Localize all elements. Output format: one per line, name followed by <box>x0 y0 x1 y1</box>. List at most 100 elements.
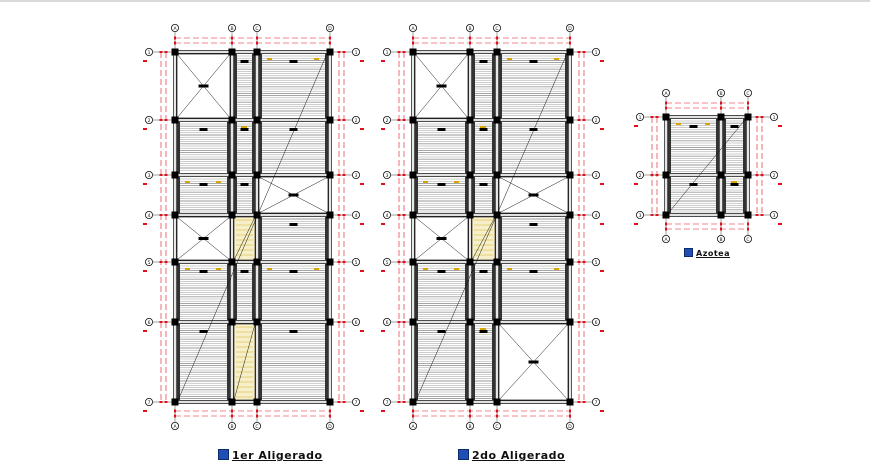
column <box>662 171 670 179</box>
column-axis-bubble: A <box>170 23 179 32</box>
dim-marker <box>600 223 604 225</box>
axis-bubble-circle <box>636 210 645 219</box>
dim-marker <box>143 60 147 62</box>
dim-tick <box>397 174 401 176</box>
column-axis-bubble: C <box>252 23 261 32</box>
axis-bubble-circle <box>770 113 779 122</box>
edge-strip <box>252 54 255 118</box>
axis-bubble-label: B <box>468 26 471 32</box>
dim-tick <box>402 401 406 403</box>
dim-tick <box>231 409 233 413</box>
axis-bubble-label: 4 <box>355 213 358 219</box>
column <box>466 171 474 179</box>
row-axis-bubble: 3 <box>770 210 779 219</box>
column <box>326 211 334 219</box>
row-axis-bubble: 1 <box>351 48 360 57</box>
axis-bubble-label: 6 <box>355 320 358 326</box>
axis-bubble-circle <box>592 397 601 406</box>
dim-tick <box>655 214 659 216</box>
axis-bubble-circle <box>325 23 334 32</box>
column <box>466 116 474 124</box>
dim-tick <box>231 414 233 418</box>
slab-hatching <box>671 120 743 213</box>
axis-bubble-circle <box>744 234 753 243</box>
dim-marker <box>634 223 638 225</box>
dim-tick <box>582 119 586 121</box>
axis-bubble-circle <box>144 170 153 179</box>
column-axis-bubble: D <box>566 421 575 430</box>
dim-tick <box>342 51 346 53</box>
column <box>253 318 261 326</box>
dim-marker <box>778 223 782 225</box>
dim-tick <box>496 409 498 413</box>
note-mark <box>554 58 559 60</box>
dim-tick <box>582 174 586 176</box>
axis-bubble-label: B <box>230 26 233 32</box>
axis-bubble-circle <box>382 397 391 406</box>
column <box>228 116 236 124</box>
axis-bubble-circle <box>252 23 261 32</box>
column <box>171 318 179 326</box>
edge-strip <box>668 119 671 173</box>
edge-strip <box>227 177 230 213</box>
axis-bubble-circle <box>144 397 153 406</box>
edge-strip <box>465 264 468 320</box>
column <box>717 171 725 179</box>
axis-bubble-circle <box>492 23 501 32</box>
beam-block <box>199 330 208 333</box>
axis-bubble-label: 5 <box>386 260 389 266</box>
axis-bubble-circle <box>717 89 726 98</box>
edge-strip <box>227 122 230 173</box>
dim-tick <box>496 36 498 40</box>
column-axis-bubble: B <box>717 89 726 98</box>
column <box>171 398 179 406</box>
axis-bubble-label: A <box>411 26 415 32</box>
row-axis-bubble: 1 <box>592 48 601 57</box>
dim-tick <box>231 41 233 45</box>
edge-strip <box>499 264 502 320</box>
axis-bubble-circle <box>382 317 391 326</box>
beam-block <box>437 270 446 273</box>
axis-bubble-label: 5 <box>148 260 151 266</box>
axis-bubble-label: 2 <box>355 118 358 124</box>
void-panel <box>414 53 469 119</box>
dim-tick <box>337 401 341 403</box>
row-axis-bubble: 5 <box>351 257 360 266</box>
axis-bubble-label: 2 <box>148 118 151 124</box>
row-axis-bubble: 3 <box>636 210 645 219</box>
beam-block <box>240 60 249 63</box>
dim-tick <box>329 409 331 413</box>
dim-tick <box>569 409 571 413</box>
dim-tick <box>760 116 764 118</box>
dim-tick <box>577 401 581 403</box>
axis-bubble-label: 2 <box>386 118 389 124</box>
column <box>326 398 334 406</box>
beam-block <box>199 128 208 131</box>
dim-tick <box>412 41 414 45</box>
row-axis-bubble: 6 <box>592 317 601 326</box>
column <box>409 398 417 406</box>
dim-tick <box>582 321 586 323</box>
beam-block <box>479 60 488 63</box>
dim-tick <box>397 321 401 323</box>
dim-tick <box>164 214 168 216</box>
axis-bubble-label: 3 <box>355 173 358 179</box>
edge-strip <box>472 264 475 320</box>
edge-strip <box>259 264 262 320</box>
edge-strip <box>259 217 262 260</box>
axis-bubble-circle <box>227 23 236 32</box>
dim-marker <box>360 410 364 412</box>
column-axis-bubble: A <box>408 421 417 430</box>
beam-block <box>730 183 739 186</box>
axis-bubble-label: 7 <box>595 400 598 406</box>
axis-bubble-label: C <box>495 424 498 430</box>
dim-tick <box>747 106 749 110</box>
axis-bubble-circle <box>351 210 360 219</box>
column <box>466 211 474 219</box>
axis-bubble-circle <box>382 116 391 125</box>
dim-tick <box>164 261 168 263</box>
dim-tick <box>397 214 401 216</box>
axis-bubble-label: 1 <box>595 50 598 56</box>
dim-tick <box>569 41 571 45</box>
dim-tick <box>402 51 406 53</box>
